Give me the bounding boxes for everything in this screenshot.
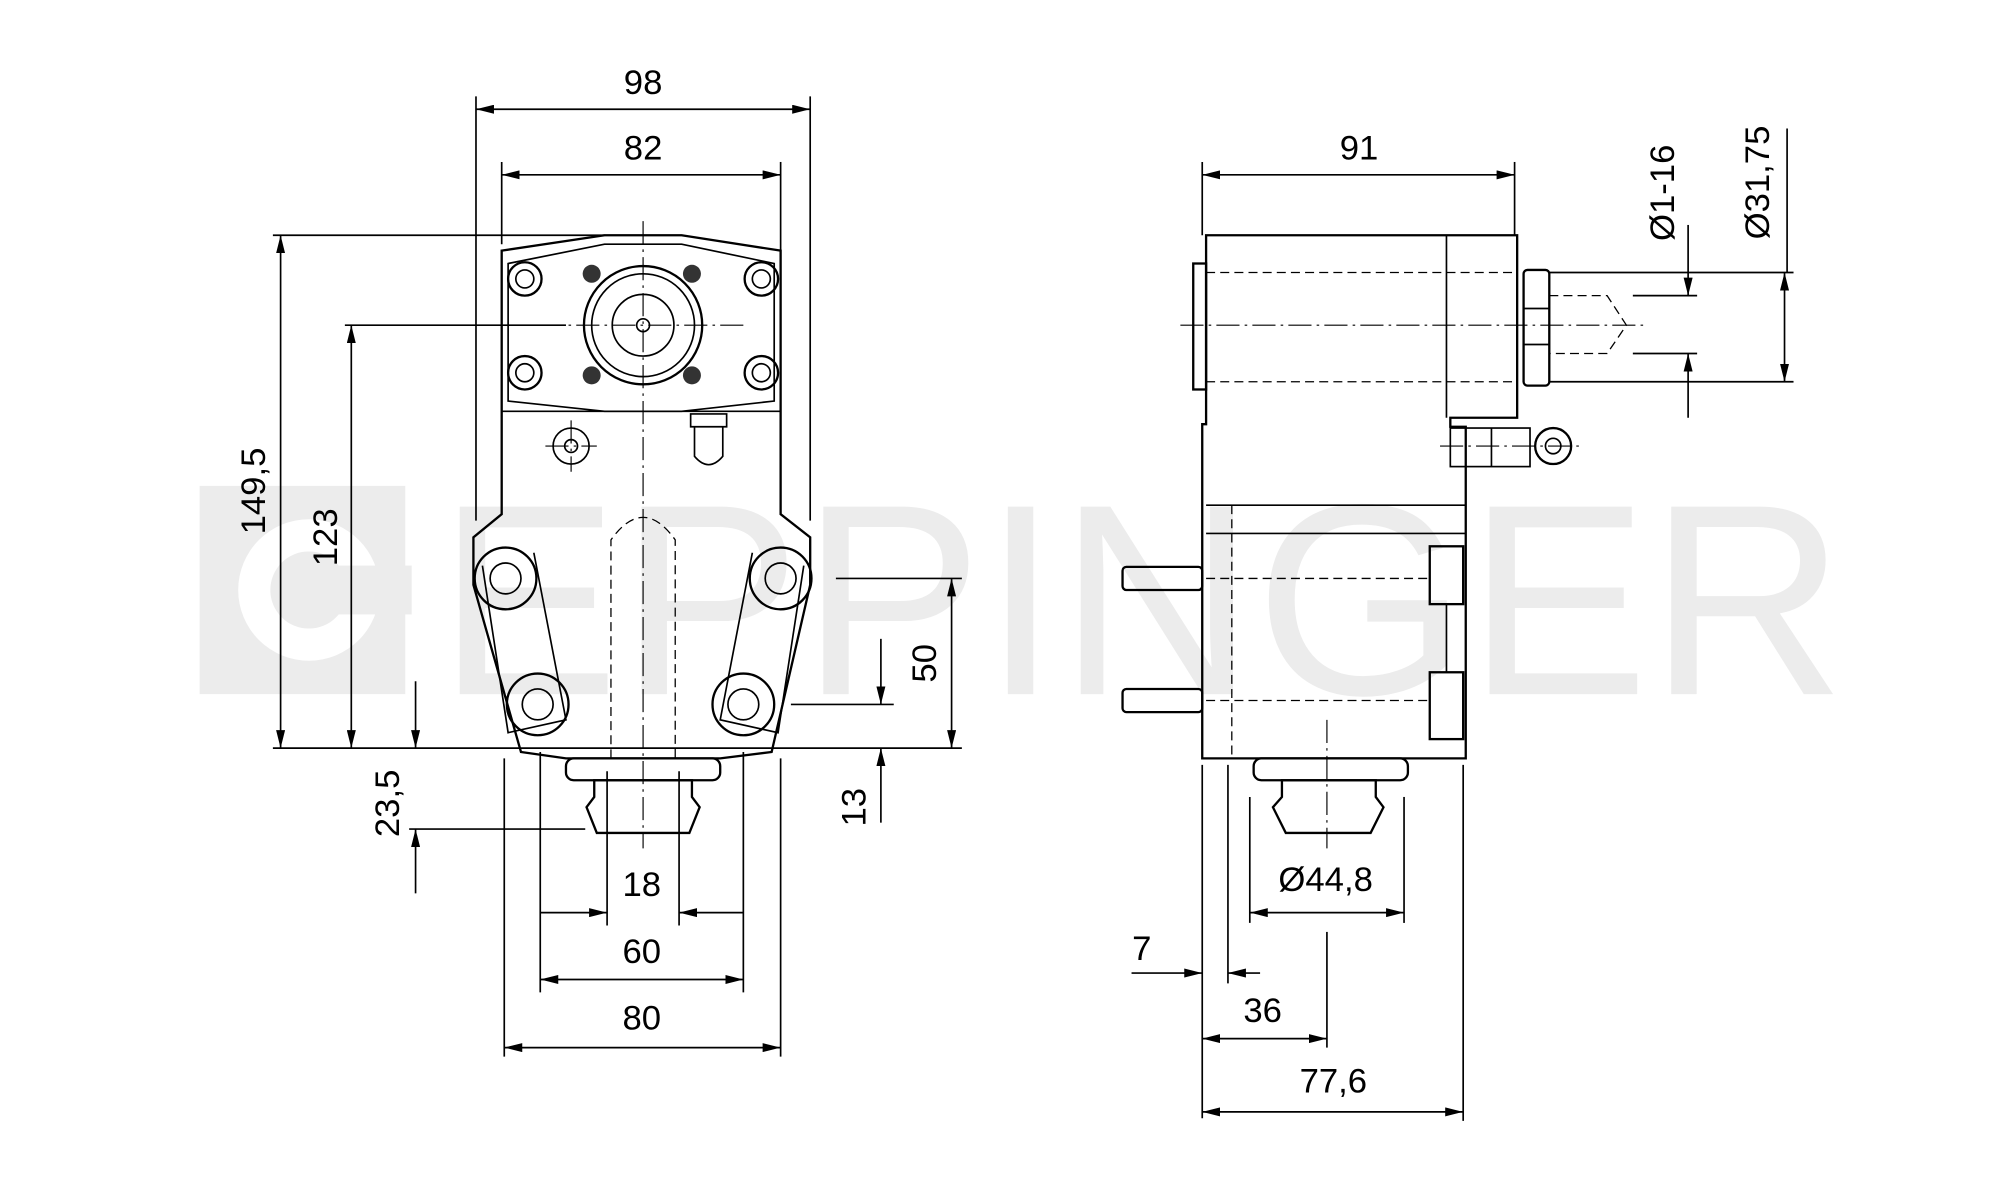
lower-holes bbox=[473, 546, 813, 737]
dim-spigot-diameter: Ø44,8 bbox=[1278, 861, 1373, 899]
dim-98: 98 bbox=[624, 64, 663, 102]
dim-7: 7 bbox=[1132, 930, 1151, 968]
dim-13: 13 bbox=[835, 788, 873, 827]
watermark-text: EPPINGER bbox=[437, 447, 1845, 752]
dim-50: 50 bbox=[906, 644, 944, 683]
dim-82: 82 bbox=[624, 129, 663, 167]
watermark-logo: EPPINGER bbox=[199, 447, 1846, 752]
mounting-holes bbox=[506, 261, 780, 391]
dim-thread: Ø1-16 bbox=[1644, 145, 1682, 241]
dim-149-5: 149,5 bbox=[235, 448, 273, 535]
dim-shaft-diameter: Ø31,75 bbox=[1739, 126, 1777, 240]
front-view: 98 82 149,5 123 50 13 23,5 bbox=[235, 64, 962, 1057]
dim-18: 18 bbox=[623, 866, 662, 904]
dim-77-6: 77,6 bbox=[1300, 1063, 1368, 1101]
dim-23-5: 23,5 bbox=[369, 770, 407, 838]
side-view: 91 Ø1-16 Ø31,75 Ø44,8 7 36 77,6 bbox=[1121, 126, 1794, 1121]
dim-80: 80 bbox=[623, 1000, 662, 1038]
dim-36: 36 bbox=[1243, 992, 1282, 1030]
dim-91: 91 bbox=[1340, 129, 1379, 167]
front-dimensions: 98 82 149,5 123 50 13 23,5 bbox=[235, 64, 962, 1057]
side-dimensions: 91 Ø1-16 Ø31,75 Ø44,8 7 36 77,6 bbox=[1131, 126, 1790, 1121]
dim-123: 123 bbox=[307, 508, 345, 566]
dim-60: 60 bbox=[623, 933, 662, 971]
